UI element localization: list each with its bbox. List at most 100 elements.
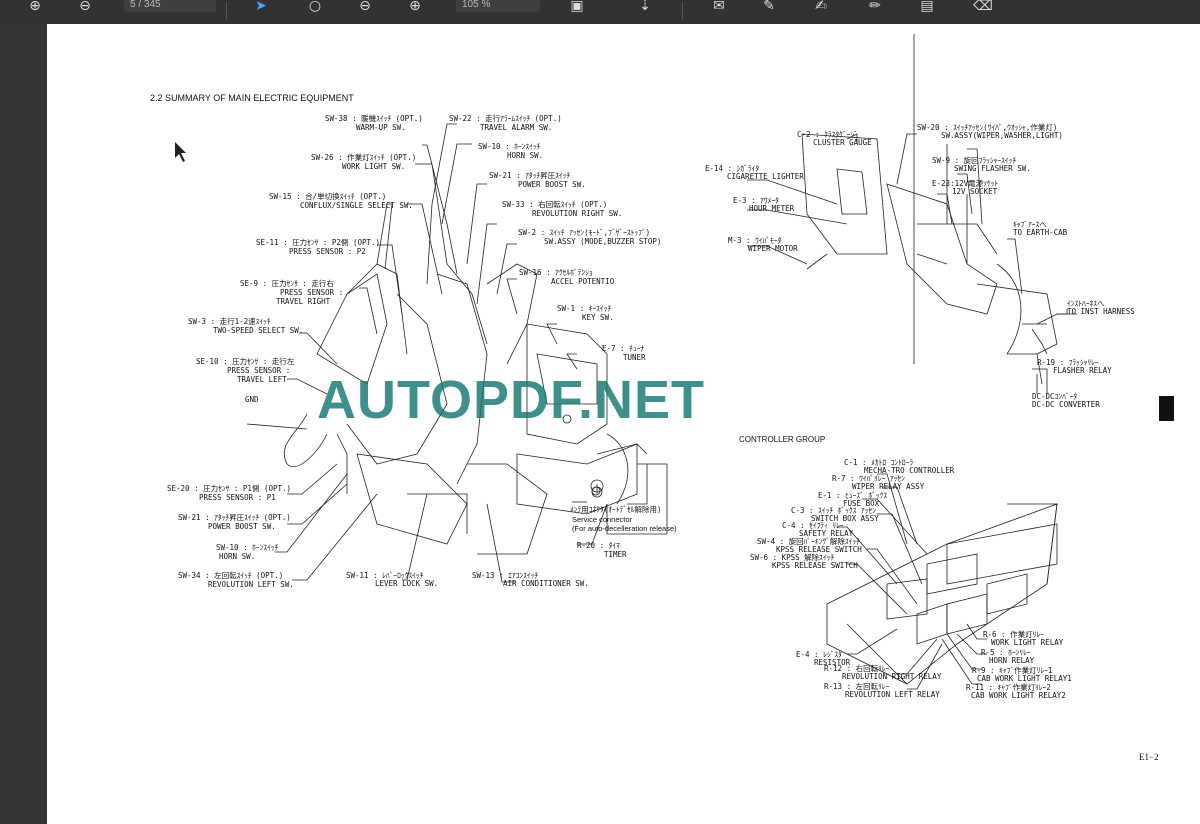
label-sw4-jp: SW-4 : 旋回ﾊﾟｰｷﾝｸﾞ解除ｽｲｯﾁ	[757, 537, 860, 546]
label-e1-jp: E-1 : ﾋｭｰｽﾞ ﾎﾞｯｸｽ	[818, 491, 888, 500]
label-se10-en2: TRAVEL LEFT	[237, 375, 287, 384]
label-sw34-jp: SW-34 : 左回転ｽｲｯﾁ (OPT.)	[178, 571, 284, 580]
label-c4-jp: C-4 : ｾｲﾌﾃｨ ﾘﾚｰ	[782, 521, 844, 530]
zoom-in-icon[interactable]: ⊕	[409, 0, 421, 14]
label-dcdc-jp: DC-DCｺﾝﾊﾞｰﾀ	[1032, 392, 1078, 401]
label-m3-en: WIPER MOTOR	[748, 244, 798, 253]
toolbar-separator	[682, 2, 683, 20]
label-sw4-en: KPSS RELEASE SWITCH	[776, 545, 862, 554]
label-sw10l-en: HORN SW.	[219, 552, 256, 561]
hand-tool-icon[interactable]: ○	[308, 0, 322, 14]
label-earth-cab-en: TO EARTH-CAB	[1013, 228, 1068, 237]
label-sw10c-en: HORN SW.	[507, 151, 544, 160]
controller-group-title: CONTROLLER GROUP	[739, 435, 826, 444]
label-r6-en: WORK LIGHT RELAY	[991, 638, 1064, 647]
label-sw33-en: REVOLUTION RIGHT SW.	[532, 209, 623, 218]
label-sw21c-jp: SW-21 : ｱﾀｯﾁ昇圧ｽｲｯﾁ	[489, 171, 571, 180]
label-sw1-en: KEY SW.	[582, 313, 614, 322]
label-r13-jp: R-13 : 左回転ﾘﾚｰ	[824, 682, 890, 691]
label-r6-jp: R-6 : 作業灯ﾘﾚｰ	[983, 630, 1044, 639]
page-number-field[interactable]: 5 / 345	[124, 0, 216, 12]
label-se9-jp: SE-9 : 圧力ｾﾝｻ : 走行右	[240, 279, 334, 288]
label-r7-jp: R-7 : ﾜｲﾊﾟﾘﾚｰ ｱｯｾﾝ	[832, 474, 905, 483]
label-c2-jp: C-2 : ｸﾗｽﾀｹﾞｰｼﾞ	[797, 130, 858, 139]
label-sw13-jp: SW-13 : ｴｱｺﾝｽｲｯﾁ	[472, 571, 539, 580]
label-se9-en: PRESS SENSOR :	[280, 288, 344, 297]
label-sw16-jp: SW-16 : ｱｸｾﾙﾎﾟﾃﾝｼｮ	[519, 268, 593, 277]
label-sw34-en: REVOLUTION LEFT SW.	[208, 580, 294, 589]
circle-down-icon[interactable]: ⊖	[79, 0, 91, 14]
erase-icon[interactable]: ⌫	[973, 0, 993, 14]
label-sw1-jp: SW-1 : ｷｰｽｲｯﾁ	[557, 304, 612, 313]
label-sw20-jp: SW-20 : ｽｲｯﾁｱｯｾﾝ(ﾜｲﾊﾟ,ｳｵｯｼｬ,作業灯)	[917, 123, 1058, 132]
label-r11-en: CAB WORK LIGHT RELAY2	[971, 691, 1066, 700]
label-sw9-en: SWING FLASHER SW.	[954, 164, 1031, 173]
service-connector-jp: ﾒﾝﾃ用ｺﾈｸﾀ(ｵｰﾄﾃﾞｾﾙ解除用)	[570, 505, 662, 514]
label-e7-en: TUNER	[623, 353, 646, 362]
label-se11-en: PRESS SENSOR : P2	[289, 247, 366, 256]
label-sw6-en: KPSS RELEASE SWITCH	[772, 561, 858, 570]
label-sw10l-jp: SW-10 : ﾎｰﾝｽｲｯﾁ	[216, 543, 279, 552]
comment-icon[interactable]: ✉	[713, 0, 725, 14]
label-c3-jp: C-3 : ｽｲｯﾁ ﾎﾞｯｸｽ ｱｯｾﾝ	[791, 506, 876, 515]
pdf-toolbar: ⊕ ⊖ 5 / 345 ➤ ○ ⊖ ⊕ 105 % ▣ ⇣ ✉ ✎ ✍ ✏ ▤ …	[0, 0, 1200, 25]
page-number: E1−2	[1139, 752, 1159, 762]
pencil-icon[interactable]: ✏	[869, 0, 881, 14]
document-page: 2.2 SUMMARY OF MAIN ELECTRIC EQUIPMENT A…	[47, 24, 1200, 824]
label-se10-jp: SE-10 : 圧力ｾﾝｻ : 走行左	[196, 357, 295, 366]
label-r13-en: REVOLUTION LEFT RELAY	[845, 690, 940, 699]
left-gutter	[0, 24, 47, 824]
label-r12-jp: R-12 : 右回転ﾘﾚｰ	[824, 664, 890, 673]
label-c1-en: MECHA-TRO CONTROLLER	[864, 466, 955, 475]
label-sw9-jp: SW-9 : 旋回ﾌﾗｯｼｬｰｽｲｯﾁ	[932, 156, 1017, 165]
label-sw26-jp: SW-26 : 作業灯ｽｲｯﾁ (OPT.)	[311, 153, 417, 162]
label-e14-en: CIGARETTE LIGHTER	[727, 172, 804, 181]
label-e1-en: FUSE BOX	[843, 499, 880, 508]
diagram-lines	[175, 34, 1174, 690]
toolbar-separator	[226, 2, 227, 20]
label-r5-en: HORN RELAY	[989, 656, 1035, 665]
highlight-icon[interactable]: ✎	[763, 0, 775, 14]
label-sw10c-jp: SW-10 : ﾎｰﾝｽｲｯﾁ	[478, 142, 541, 151]
label-sw22-en: TRAVEL ALARM SW.	[480, 123, 553, 132]
label-sw15-jp: SW-15 : 合/単切換ｽｲｯﾁ (OPT.)	[269, 192, 387, 201]
label-se20-en: PRESS SENSOR : P1	[199, 493, 276, 502]
stamp-icon[interactable]: ▤	[920, 0, 934, 14]
label-sw38-en: WARM-UP SW.	[356, 123, 406, 132]
label-sw38-jp: SW-38 : 暖機ｽｲｯﾁ (OPT.)	[325, 114, 423, 123]
fit-page-icon[interactable]: ▣	[570, 0, 584, 14]
watermark: AUTOPDF.NET	[317, 370, 706, 430]
label-se20-jp: SE-20 : 圧力ｾﾝｻ : P1側 (OPT.)	[167, 484, 292, 493]
label-r9-jp: R-9 : ｷｬﾌﾞ作業灯ﾘﾚｰ1	[972, 666, 1053, 675]
label-r20-jp: R-20 : ﾀｲﾏ	[577, 541, 620, 550]
circle-plus-icon[interactable]: ⊕	[29, 0, 41, 14]
label-sw3-en: TWO-SPEED SELECT SW.	[213, 326, 304, 335]
label-sw16-en: ACCEL POTENTIO	[551, 277, 615, 286]
label-e4-en: RESISTOR	[814, 658, 851, 667]
label-sw15-en: CONFLUX/SINGLE SELECT SW.	[300, 201, 413, 210]
label-r11-jp: R-11 : ｷｬﾌﾞ作業灯ﾘﾚｰ2	[966, 683, 1051, 692]
select-tool-icon[interactable]: ➤	[255, 0, 267, 14]
label-gnd: GND	[245, 395, 259, 404]
label-r7-en: WIPER RELAY ASSY	[852, 482, 925, 491]
label-inst-harness-en: TO INST HARNESS	[1067, 307, 1135, 316]
label-sw2-jp: SW-2 : ｽｲｯﾁ ｱｯｾﾝ(ﾓｰﾄﾞ,ﾌﾞｻﾞｰｽﾄｯﾌﾟ)	[518, 228, 651, 237]
label-sw21l-jp: SW-21 : ｱﾀｯﾁ昇圧ｽｲｯﾁ (OPT.)	[178, 513, 291, 522]
label-e23-jp: E-23:12V電源ｿｹｯﾄ	[932, 179, 999, 188]
label-c3-en: SWITCH BOX ASSY	[811, 514, 879, 523]
label-sw33-jp: SW-33 : 右回転ｽｲｯﾁ (OPT.)	[502, 200, 608, 209]
label-e3-jp: E-3 : ｱﾜﾒｰﾀ	[733, 196, 779, 205]
label-e23-en: 12V SOCKET	[952, 187, 998, 196]
label-earth-cab-jp: ｷｬﾌﾞｱｰｽへ	[1013, 220, 1047, 229]
scroll-mode-icon[interactable]: ⇣	[639, 0, 651, 14]
label-r20-en: TIMER	[604, 550, 627, 559]
draw-icon[interactable]: ✍	[815, 0, 827, 14]
label-se9-en2: TRAVEL RIGHT	[276, 297, 331, 306]
label-r19-jp: R-19 : ﾌﾗｯｼｬﾘﾚｰ	[1037, 358, 1099, 367]
zoom-out-icon[interactable]: ⊖	[359, 0, 371, 14]
section-title: 2.2 SUMMARY OF MAIN ELECTRIC EQUIPMENT	[150, 93, 354, 103]
label-r9-en: CAB WORK LIGHT RELAY1	[977, 674, 1072, 683]
label-dcdc-en: DC-DC CONVERTER	[1032, 400, 1100, 409]
label-r5-jp: R-5 : ﾎｰﾝﾘﾚｰ	[981, 648, 1031, 657]
zoom-field[interactable]: 105 %	[456, 0, 540, 12]
